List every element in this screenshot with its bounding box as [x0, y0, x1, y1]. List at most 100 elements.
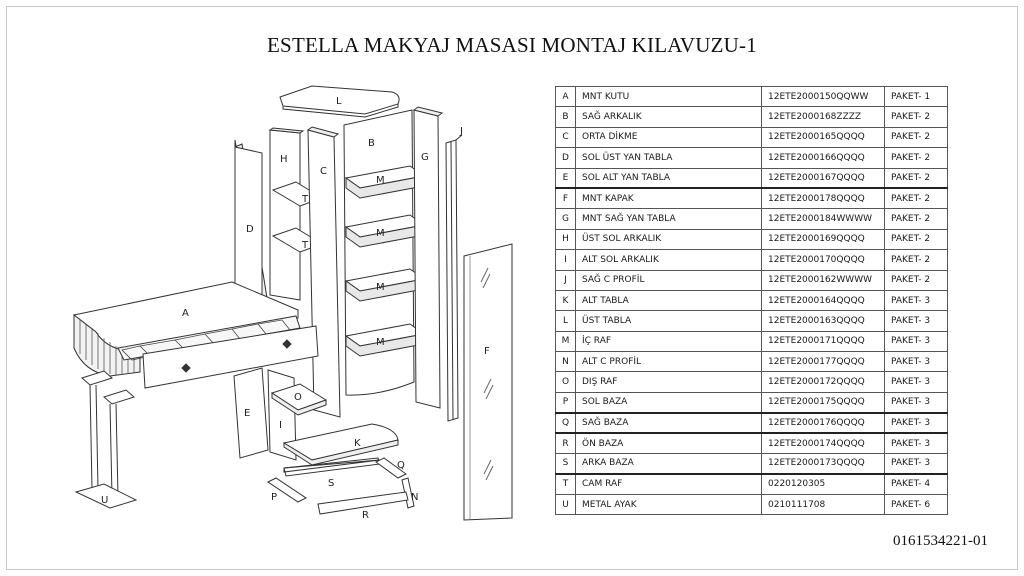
part-name: ARKA BAZA [575, 453, 762, 475]
part-name: MNT KAPAK [575, 187, 762, 210]
part-U-metal-leg: U [74, 370, 138, 509]
part-code: O [555, 371, 576, 393]
label-A: A [182, 308, 189, 319]
part-package: PAKET- 3 [884, 432, 948, 455]
part-package: PAKET- 2 [884, 228, 948, 251]
part-sku: 12ETE2000177QQQQ [761, 351, 885, 373]
label-D: D [246, 224, 254, 235]
part-H-upper-left-back: H [268, 127, 305, 301]
part-name: ÜST TABLA [575, 310, 762, 332]
part-sku: 12ETE2000176QQQQ [761, 412, 885, 435]
part-code: F [555, 187, 576, 210]
label-M-1: M [376, 175, 385, 186]
part-sku: 12ETE2000168ZZZZ [761, 106, 885, 128]
part-S-back-plinth: S [283, 457, 381, 489]
part-sku: 12ETE2000175QQQQ [761, 391, 885, 414]
part-sku: 12ETE2000164QQQQ [761, 289, 885, 312]
part-package: PAKET- 2 [884, 208, 948, 230]
label-M-2: M [376, 228, 385, 239]
label-C: C [320, 166, 327, 177]
label-T-1: T [301, 194, 309, 205]
part-K-bottom-panel: K [282, 423, 399, 466]
part-code: A [555, 85, 576, 108]
part-sku: 0210111708 [761, 493, 885, 516]
part-sku: 0220120305 [761, 473, 885, 495]
part-G-right-side: G [412, 106, 444, 409]
part-P-left-plinth: P [267, 477, 307, 503]
part-name: SAĞ C PROFİL [575, 269, 762, 291]
part-package: PAKET- 3 [884, 453, 948, 475]
part-package: PAKET- 3 [884, 371, 948, 393]
part-name: ORTA DİKME [575, 126, 762, 149]
part-sku: 12ETE2000169QQQQ [761, 228, 885, 251]
part-package: PAKET- 3 [884, 330, 948, 353]
part-package: PAKET- 2 [884, 126, 948, 149]
part-package: PAKET- 2 [884, 167, 948, 190]
label-E: E [244, 408, 250, 419]
part-name: SAĞ ARKALIK [575, 106, 762, 128]
part-code: H [555, 228, 576, 251]
label-S: S [328, 478, 334, 489]
part-A-drawer-box: A [72, 281, 319, 389]
part-code: C [555, 126, 576, 149]
part-code: U [555, 493, 576, 516]
part-sku: 12ETE2000170QQQQ [761, 249, 885, 271]
part-code: D [555, 147, 576, 169]
label-N: N [411, 492, 418, 503]
part-package: PAKET- 2 [884, 187, 948, 210]
part-name: METAL AYAK [575, 493, 762, 516]
part-code: P [555, 391, 576, 414]
part-code: M [555, 330, 576, 353]
part-code: N [555, 351, 576, 373]
label-Q: Q [397, 460, 405, 471]
part-name: DIŞ RAF [575, 371, 762, 393]
label-M-3: M [376, 282, 385, 293]
part-sku: 12ETE2000163QQQQ [761, 310, 885, 332]
part-name: ALT C PROFİL [575, 351, 762, 373]
label-T-2: T [301, 240, 309, 251]
part-sku: 12ETE2000166QQQQ [761, 147, 885, 169]
part-sku: 12ETE2000173QQQQ [761, 453, 885, 475]
part-code: Q [555, 412, 576, 435]
part-D-upper-left-side: D [234, 139, 269, 308]
document-number: 0161534221-01 [893, 533, 988, 549]
part-name: İÇ RAF [575, 330, 762, 353]
part-sku: 12ETE2000184WWWW [761, 208, 885, 230]
part-J-right-c-profile: J [445, 126, 463, 422]
part-Q-right-plinth: Q [375, 457, 407, 479]
part-L-top-panel: L [279, 85, 400, 118]
part-name: ÜST SOL ARKALIK [575, 228, 762, 251]
label-R: R [362, 510, 369, 521]
part-sku: 12ETE2000167QQQQ [761, 167, 885, 190]
part-package: PAKET- 1 [884, 85, 948, 108]
part-code: G [555, 208, 576, 230]
part-code: T [555, 473, 576, 495]
part-sku: 12ETE2000172QQQQ [761, 371, 885, 393]
label-M-4: M [376, 337, 385, 348]
label-U: U [101, 495, 108, 506]
part-code: I [555, 249, 576, 271]
label-B: B [368, 138, 375, 149]
label-O: O [294, 392, 302, 403]
part-package: PAKET- 3 [884, 310, 948, 332]
part-F-cover-mirror: F [463, 243, 513, 521]
part-code: K [555, 289, 576, 312]
part-M-inner-shelves: M M M M [344, 165, 426, 357]
part-code: E [555, 167, 576, 190]
